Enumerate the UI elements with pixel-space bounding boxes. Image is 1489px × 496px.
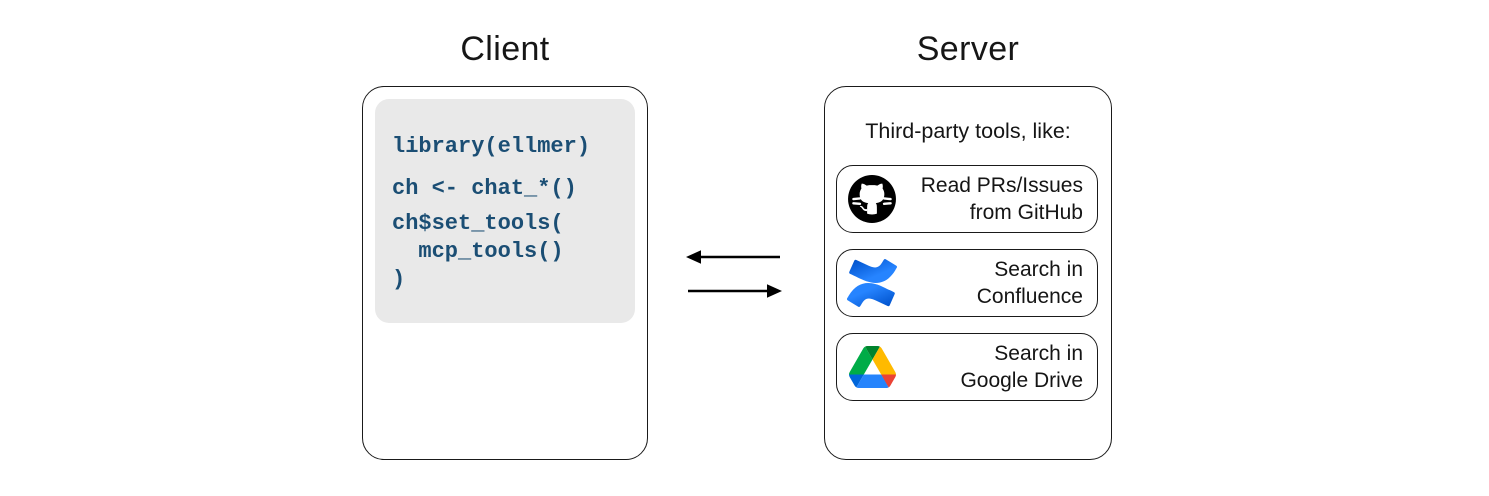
tool-label-line2: from GitHub [969, 201, 1083, 224]
confluence-icon [846, 257, 898, 309]
tool-label: Read PRs/Issues from GitHub [898, 172, 1097, 226]
tool-label-line1: Search in [994, 342, 1083, 365]
tool-label-line2: Google Drive [960, 369, 1083, 392]
tool-label-line1: Search in [994, 258, 1083, 281]
tool-card-google-drive: Search in Google Drive [836, 333, 1098, 401]
code-line: library(ellmer) [392, 134, 591, 159]
tool-label-line2: Confluence [976, 285, 1083, 308]
arrow-left-icon [686, 250, 780, 264]
server-box: Third-party tools, like: Read P [824, 86, 1112, 460]
tool-label: Search in Confluence [898, 256, 1097, 310]
tool-card-github: Read PRs/Issues from GitHub [836, 165, 1098, 233]
code-line: ) [392, 267, 406, 292]
code-line: mcp_tools() [392, 239, 564, 264]
tool-label: Search in Google Drive [898, 340, 1097, 394]
google-drive-icon [846, 341, 898, 393]
github-icon [846, 173, 898, 225]
tool-card-confluence: Search in Confluence [836, 249, 1098, 317]
code-line: ch <- chat_*() [392, 176, 577, 201]
client-title: Client [460, 30, 550, 68]
arrow-right-icon [688, 284, 782, 298]
server-subtitle: Third-party tools, like: [865, 119, 1071, 143]
server-title: Server [916, 30, 1020, 68]
client-box: library(ellmer) ch <- chat_*() ch$set_to… [362, 86, 648, 460]
code-line: ch$set_tools( [392, 211, 564, 236]
code-block: library(ellmer) ch <- chat_*() ch$set_to… [375, 99, 635, 323]
tool-label-line1: Read PRs/Issues [920, 174, 1083, 197]
